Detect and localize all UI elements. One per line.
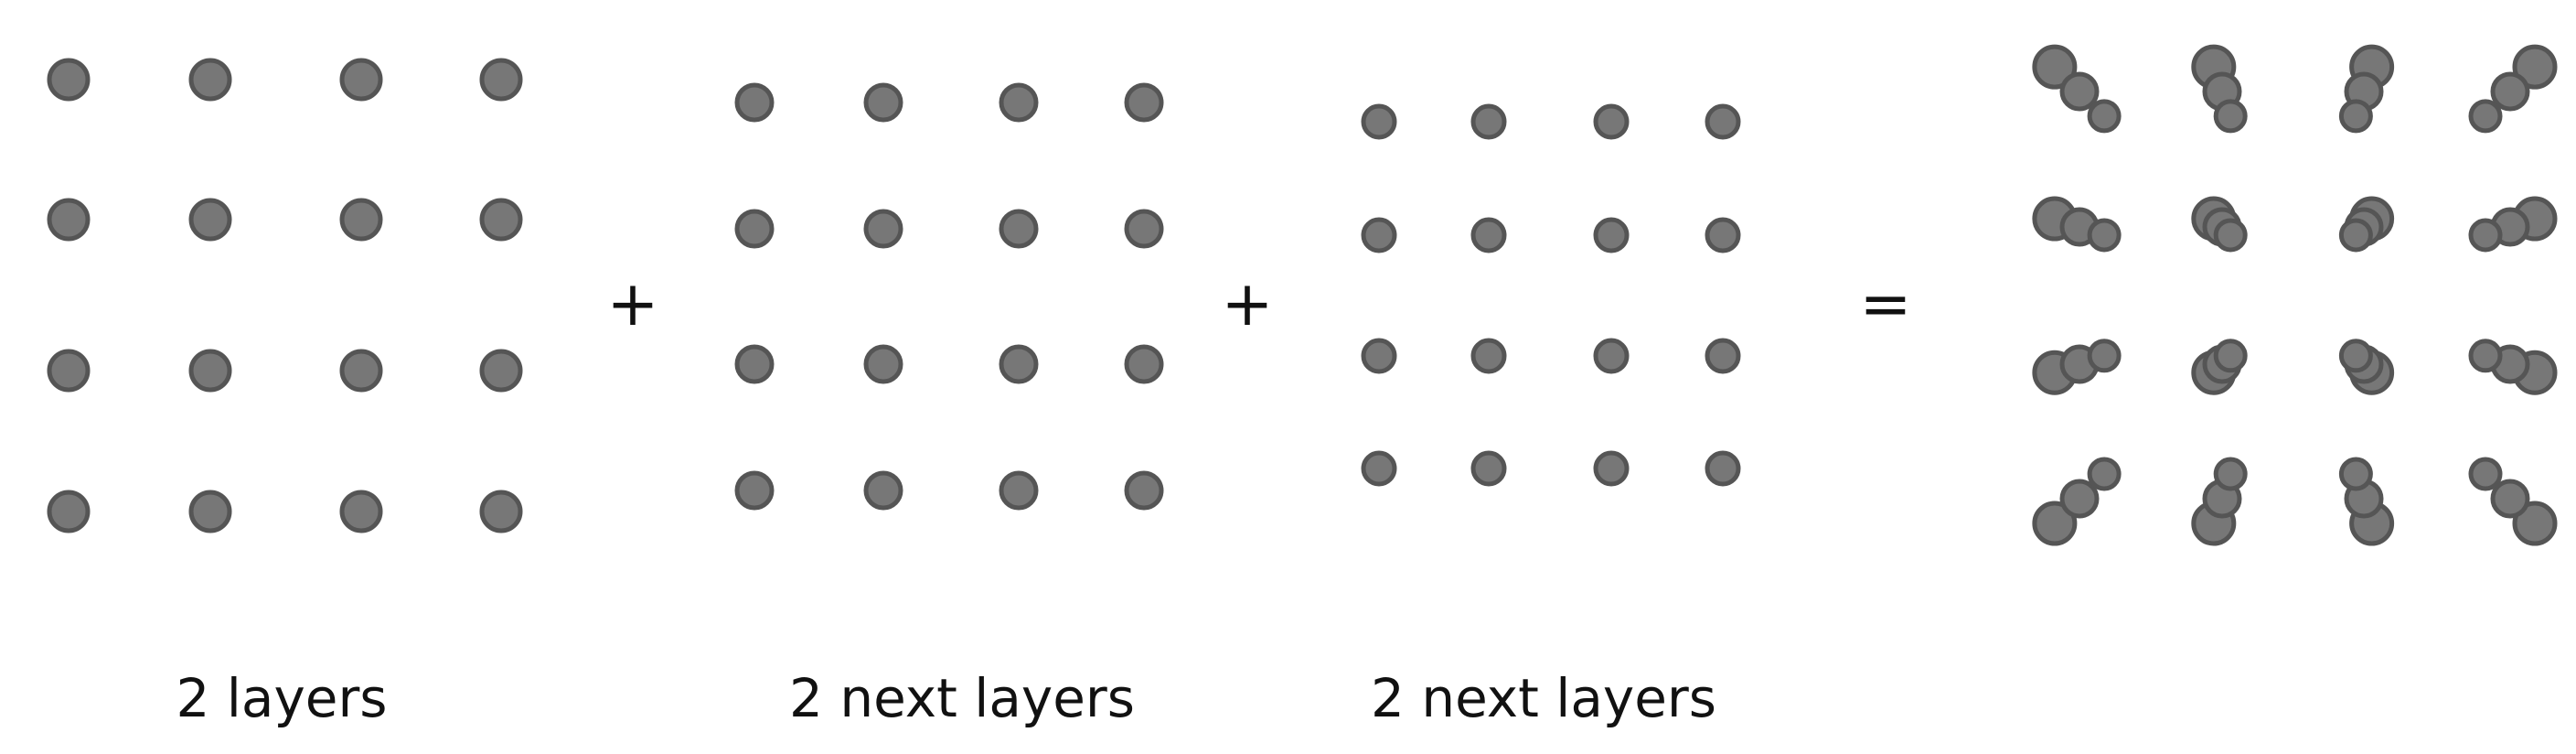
combined-dot <box>2087 457 2122 491</box>
lattice-dot <box>1593 450 1630 487</box>
combined-dot <box>2468 99 2503 134</box>
combined-dot <box>2213 457 2248 491</box>
lattice-dot <box>999 470 1039 511</box>
combined-dot <box>2087 339 2122 373</box>
combined-dot <box>2213 218 2248 253</box>
lattice-dot <box>339 198 383 242</box>
lattice-dot <box>47 58 91 102</box>
combined-dot <box>2059 479 2100 519</box>
lattice-dot <box>188 198 232 242</box>
combined-dot <box>2512 44 2558 90</box>
lattice-dot <box>47 490 91 533</box>
lattice-dot <box>479 198 523 242</box>
lattice-dot <box>1361 338 1397 374</box>
lattice-dot <box>734 82 775 123</box>
lattice-dot <box>1593 338 1630 374</box>
lattice-dot <box>999 82 1039 123</box>
lattice-dot <box>479 349 523 393</box>
caption-group-2: 2 next layers <box>789 667 1135 729</box>
lattice-dot <box>188 58 232 102</box>
lattice-dot <box>47 349 91 393</box>
combined-dot <box>2468 457 2503 491</box>
caption-group-1: 2 layers <box>176 667 387 729</box>
combined-dot <box>2338 99 2373 134</box>
combined-dot <box>2338 457 2373 491</box>
equals-operator: = <box>1860 268 1912 340</box>
plus-operator-1: + <box>607 268 659 340</box>
caption-group-3: 2 next layers <box>1371 667 1716 729</box>
combined-dot <box>2213 339 2248 373</box>
lattice-dot <box>1705 338 1741 374</box>
lattice-dot <box>1361 450 1397 487</box>
combined-dot <box>2490 71 2530 112</box>
lattice-dot <box>1705 103 1741 140</box>
layers-5-6-grid <box>1361 103 1741 487</box>
combined-dot <box>2338 218 2373 253</box>
combined-dot <box>2490 479 2530 519</box>
lattice-dot <box>999 209 1039 249</box>
lattice-dot <box>734 344 775 384</box>
plus-operator-2: + <box>1222 268 1274 340</box>
lattice-dot <box>734 209 775 249</box>
lattice-dot <box>479 490 523 533</box>
lattice-dot <box>1124 470 1164 511</box>
combined-dot <box>2512 501 2558 546</box>
lattice-dot <box>1124 209 1164 249</box>
lattice-dot <box>188 490 232 533</box>
lattice-dot <box>1705 450 1741 487</box>
lattice-dot <box>339 490 383 533</box>
lattice-dot <box>47 198 91 242</box>
combined-dot <box>2032 501 2078 546</box>
combined-result-grid <box>2032 44 2558 546</box>
combined-dot <box>2087 218 2122 253</box>
lattice-dot <box>1593 217 1630 253</box>
lattice-dot <box>1470 338 1507 374</box>
lattice-dot <box>734 470 775 511</box>
layers-3-4-grid <box>734 82 1164 511</box>
combined-dot <box>2213 99 2248 134</box>
combined-dot <box>2087 99 2122 134</box>
lattice-dot <box>1470 217 1507 253</box>
combined-dot <box>2468 339 2503 373</box>
lattice-dot <box>188 349 232 393</box>
lattice-dot <box>1124 82 1164 123</box>
lattice-dot <box>863 344 903 384</box>
combined-dot <box>2032 44 2078 90</box>
layers-1-2-grid <box>47 58 523 533</box>
lattice-dot <box>863 470 903 511</box>
lattice-dot <box>479 58 523 102</box>
lattice-dot <box>999 344 1039 384</box>
lattice-dot <box>339 58 383 102</box>
lattice-dot <box>1361 103 1397 140</box>
lattice-dot <box>863 82 903 123</box>
lattice-dot <box>339 349 383 393</box>
lattice-dot <box>1705 217 1741 253</box>
lattice-dot <box>1470 450 1507 487</box>
combined-dot <box>2059 71 2100 112</box>
lattice-dot <box>863 209 903 249</box>
lattice-dot <box>1470 103 1507 140</box>
lattice-dot <box>1361 217 1397 253</box>
lattice-dot <box>1124 344 1164 384</box>
lattice-dot <box>1593 103 1630 140</box>
combined-dot <box>2468 218 2503 253</box>
combined-dot <box>2338 339 2373 373</box>
